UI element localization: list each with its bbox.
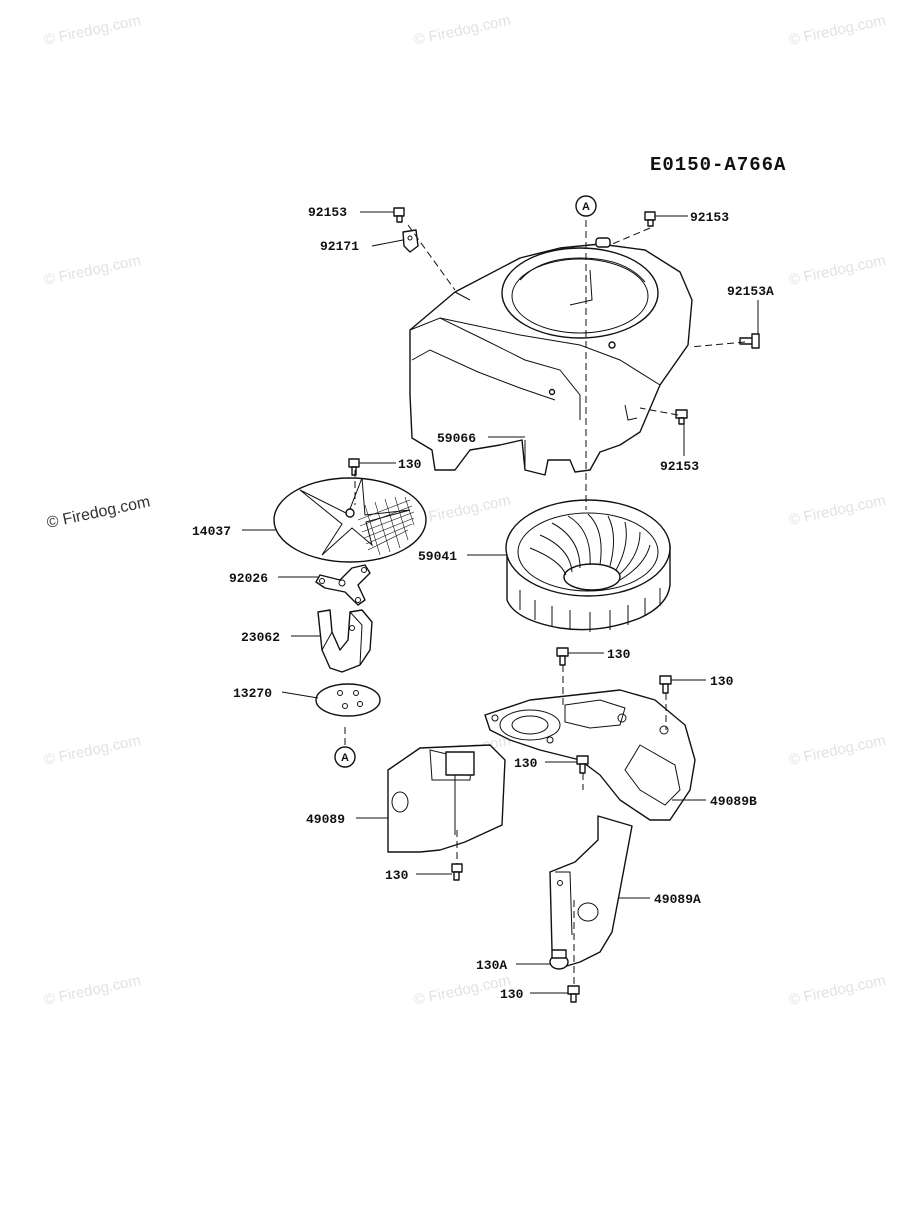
watermark: © Firedog.com — [412, 972, 512, 1009]
callout-13270: 13270 — [233, 686, 272, 701]
diagram-code: E0150-A766A — [650, 154, 786, 176]
plate-13270 — [315, 683, 381, 717]
callout-92026: 92026 — [229, 571, 268, 586]
callout-130: 130 — [500, 987, 524, 1002]
callout-92153: 92153 — [690, 210, 729, 225]
leader-lines — [242, 211, 759, 994]
callout-23062: 23062 — [241, 630, 280, 645]
callout-130: 130 — [514, 756, 538, 771]
watermark: © Firedog.com — [787, 12, 887, 49]
callout-130: 130 — [710, 674, 734, 689]
plate-92026 — [315, 564, 371, 606]
watermark: © Firedog.com — [42, 12, 142, 49]
watermark: © Firedog.com — [42, 972, 142, 1009]
reference-mark-bottom: A — [334, 746, 356, 768]
bolt-92153A — [739, 333, 760, 349]
watermark: © Firedog.com — [787, 732, 887, 769]
callout-49089B: 49089B — [710, 794, 757, 809]
callout-labels: 92153 92171 92153 92153A 59066 92153 130… — [192, 205, 774, 1002]
watermark: © Firedog.com — [412, 12, 512, 49]
watermark-dark: © Firedog.com — [45, 493, 151, 531]
callout-130: 130 — [385, 868, 409, 883]
alignment-lines — [344, 220, 746, 986]
reference-mark-label: A — [582, 201, 590, 213]
callout-92153: 92153 — [660, 459, 699, 474]
cooling-fan-59041 — [505, 499, 671, 632]
clip-92171 — [402, 229, 419, 253]
callout-14037: 14037 — [192, 524, 231, 539]
callout-49089: 49089 — [306, 812, 345, 827]
watermark: © Firedog.com — [787, 972, 887, 1009]
baffle-49089 — [387, 744, 506, 853]
bolt-130-right — [659, 675, 672, 694]
watermark: © Firedog.com — [42, 732, 142, 769]
callout-130A: 130A — [476, 958, 507, 973]
bolt-130-mid — [556, 647, 569, 666]
screen-14037 — [273, 477, 427, 563]
bolt-92153-right — [675, 409, 688, 425]
watermark: © Firedog.com — [412, 492, 512, 529]
nut-130A — [549, 949, 569, 970]
callout-59041: 59041 — [418, 549, 457, 564]
watermark: © Firedog.com — [787, 252, 887, 289]
bolt-92153-top-left — [393, 207, 405, 223]
callout-92153A: 92153A — [727, 284, 774, 299]
reference-mark-top: A — [575, 195, 597, 217]
bracket-23062 — [317, 609, 373, 673]
baffle-49089B — [484, 689, 696, 821]
bolt-130-center — [576, 755, 589, 774]
watermark: © Firedog.com — [787, 492, 887, 529]
bolt-130-lower-left — [451, 863, 463, 881]
bolt-130-bottom — [567, 985, 580, 1003]
baffle-49089A — [549, 815, 633, 969]
callout-130: 130 — [398, 457, 422, 472]
callout-92171: 92171 — [320, 239, 359, 254]
bolt-92153-top-right — [644, 211, 656, 227]
callout-59066: 59066 — [437, 431, 476, 446]
reference-mark-label: A — [341, 752, 349, 764]
fan-housing-59066 — [409, 237, 693, 476]
callout-49089A: 49089A — [654, 892, 701, 907]
watermark: © Firedog.com — [42, 252, 142, 289]
callout-92153: 92153 — [308, 205, 347, 220]
callout-130: 130 — [607, 647, 631, 662]
bolt-130-screen — [348, 458, 360, 476]
